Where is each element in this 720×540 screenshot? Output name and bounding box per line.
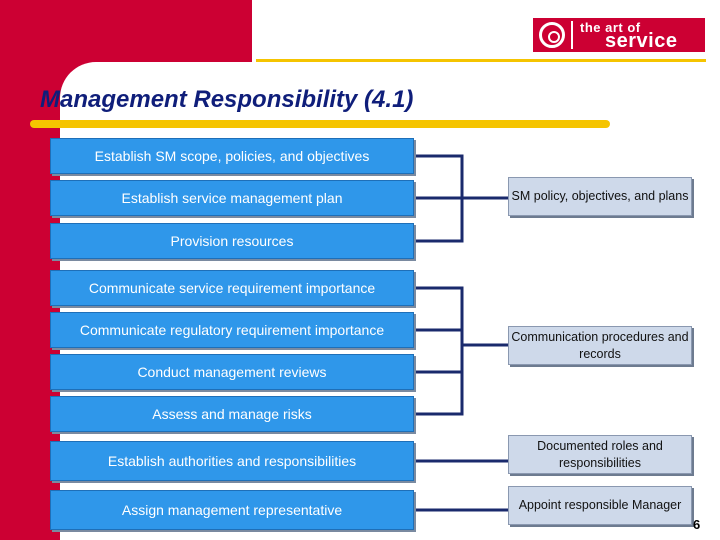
page-number: 6 (693, 517, 701, 532)
activity-box: Provision resources (50, 223, 414, 259)
connector-group-1 (414, 154, 508, 243)
the-art-of-service-logo: the art of service (533, 18, 705, 52)
logo-underline (256, 59, 706, 62)
activity-box: Establish authorities and responsibiliti… (50, 441, 414, 481)
output-box: Documented roles and responsibilities (508, 435, 692, 474)
activity-box: Assess and manage risks (50, 396, 414, 432)
logo-divider (571, 21, 573, 49)
output-box: Appoint responsible Manager (508, 486, 692, 525)
activity-box: Assign management representative (50, 490, 414, 530)
activity-box: Establish service management plan (50, 180, 414, 216)
connector-group-2 (414, 286, 508, 416)
activity-box: Conduct management reviews (50, 354, 414, 390)
slide-title: Management Responsibility (4.1) (40, 86, 414, 113)
activity-box: Communicate service requirement importan… (50, 270, 414, 306)
output-box: SM policy, objectives, and plans (508, 177, 692, 216)
activity-box: Establish SM scope, policies, and object… (50, 138, 414, 174)
output-box: Communication procedures and records (508, 326, 692, 365)
logo-text-line2: service (605, 30, 678, 52)
activity-box: Communicate regulatory requirement impor… (50, 312, 414, 348)
title-underline (30, 120, 610, 128)
logo-text-line1: the art of (580, 20, 641, 35)
logo-swirl-icon (539, 22, 565, 48)
